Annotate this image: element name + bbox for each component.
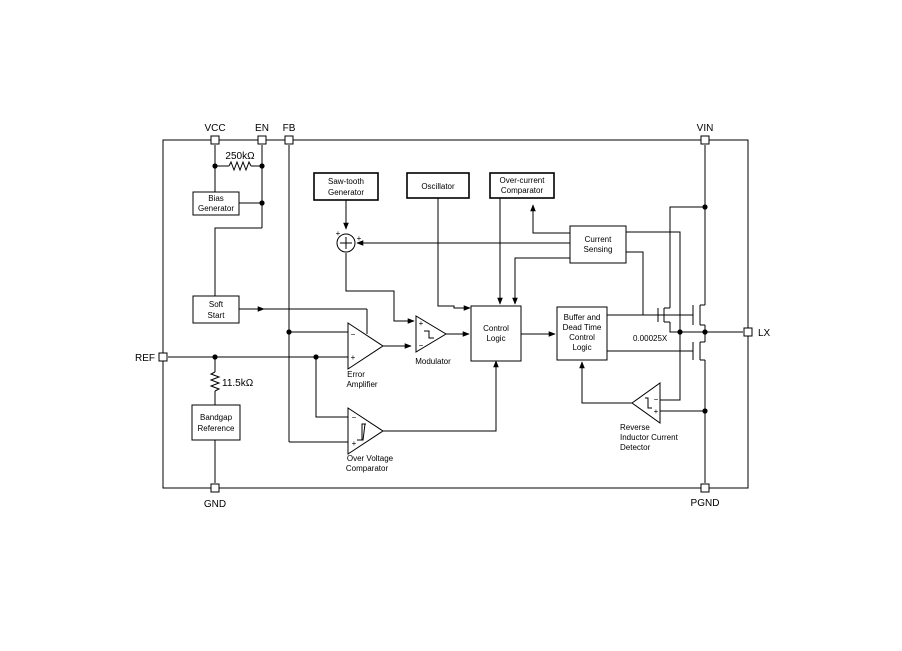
pin-fb-label: FB: [283, 123, 296, 134]
buffer-line4: Logic: [572, 343, 591, 352]
rev-det-minus: −: [654, 395, 659, 404]
current-sensing-line1: Current: [585, 235, 612, 244]
sum-plus-right: +: [357, 234, 362, 243]
current-sensing-line2: Sensing: [584, 245, 613, 254]
pin-vcc: [210, 135, 220, 145]
control-logic-line2: Logic: [486, 334, 505, 343]
control-logic-block: Control Logic: [470, 305, 522, 362]
pin-gnd: [210, 483, 220, 493]
rev-det-plus: +: [654, 407, 659, 416]
rev-det-line2: Inductor Current: [620, 433, 679, 442]
pin-lx-label: LX: [758, 328, 771, 339]
power-stage: [579, 145, 743, 483]
pin-vcc-label: VCC: [204, 123, 225, 134]
control-logic-line1: Control: [483, 324, 509, 333]
oscillator-block: Oscillator: [406, 172, 470, 199]
ov-comp-line1: Over Voltage: [347, 454, 394, 463]
modulator-plus: +: [419, 319, 424, 328]
pins: VCC EN FB VIN REF LX GND PGND: [135, 123, 771, 510]
resistor-250k-label: 250kΩ: [225, 151, 255, 162]
summing-junction: + +: [336, 229, 362, 253]
buffer-line2: Dead Time: [563, 323, 602, 332]
error-amp-line1: Error: [347, 370, 365, 379]
bandgap-reference-block: Bandgap Reference: [191, 404, 241, 441]
pin-gnd-label: GND: [204, 499, 226, 510]
junctions: [212, 163, 708, 414]
oscillator-label: Oscillator: [421, 182, 455, 191]
pin-fb: [284, 135, 294, 145]
pin-en: [257, 135, 267, 145]
buffer-line3: Control: [569, 333, 595, 342]
current-sensing-block: Current Sensing: [569, 225, 627, 264]
sawtooth-generator-block: Saw-tooth Generator: [313, 172, 379, 201]
soft-start-line2: Start: [208, 311, 226, 320]
soft-start-block: Soft Start: [192, 295, 240, 324]
bias-generator-line1: Bias: [208, 194, 224, 203]
pin-pgnd-label: PGND: [691, 498, 720, 509]
modulator-label: Modulator: [415, 357, 451, 366]
pin-vin: [700, 135, 710, 145]
sawtooth-line2: Generator: [328, 188, 364, 197]
bandgap-line1: Bandgap: [200, 413, 233, 422]
modulator-minus: −: [419, 341, 424, 350]
pin-en-label: EN: [255, 123, 269, 134]
sawtooth-line1: Saw-tooth: [328, 177, 364, 186]
sense-ratio-label: 0.00025X: [633, 334, 668, 343]
overcurrent-line1: Over-current: [500, 176, 546, 185]
rev-det-line3: Detector: [620, 443, 651, 452]
overcurrent-comparator-block: Over-current Comparator: [489, 172, 555, 199]
pin-vin-label: VIN: [697, 123, 714, 134]
pin-ref-label: REF: [135, 353, 155, 364]
modulator: + − Modulator: [415, 315, 451, 366]
bias-generator-line2: Generator: [198, 204, 234, 213]
error-amplifier: − + Error Amplifier: [346, 322, 384, 389]
ov-comp-minus: −: [352, 413, 357, 422]
error-amp-line2: Amplifier: [346, 380, 377, 389]
chip-outline: [162, 139, 749, 489]
overcurrent-line2: Comparator: [501, 186, 544, 195]
resistor-11k5-label: 11.5kΩ: [222, 378, 254, 389]
pin-lx: [743, 327, 753, 337]
reverse-current-detector: − + Reverse Inductor Current Detector: [620, 382, 679, 452]
resistor-11k5-symbol: [209, 371, 221, 392]
middle-wiring: [343, 198, 570, 432]
bias-generator-block: Bias Generator: [192, 191, 240, 216]
bandgap-line2: Reference: [198, 424, 235, 433]
ov-comp-line2: Comparator: [346, 464, 389, 473]
pin-ref: [158, 352, 168, 362]
buffer-dead-time-block: Buffer and Dead Time Control Logic: [556, 306, 608, 361]
soft-start-line1: Soft: [209, 300, 224, 309]
resistor-250k-symbol: [228, 160, 252, 172]
over-voltage-comparator: − + Over Voltage Comparator: [346, 407, 394, 473]
error-amp-minus: −: [351, 330, 356, 339]
sum-plus-top: +: [336, 229, 341, 238]
error-amp-plus: +: [351, 353, 356, 362]
rev-det-line1: Reverse: [620, 423, 650, 432]
buffer-line1: Buffer and: [564, 313, 601, 322]
left-wiring: [168, 145, 368, 483]
pin-pgnd: [700, 483, 710, 493]
ov-comp-plus: +: [352, 439, 357, 448]
